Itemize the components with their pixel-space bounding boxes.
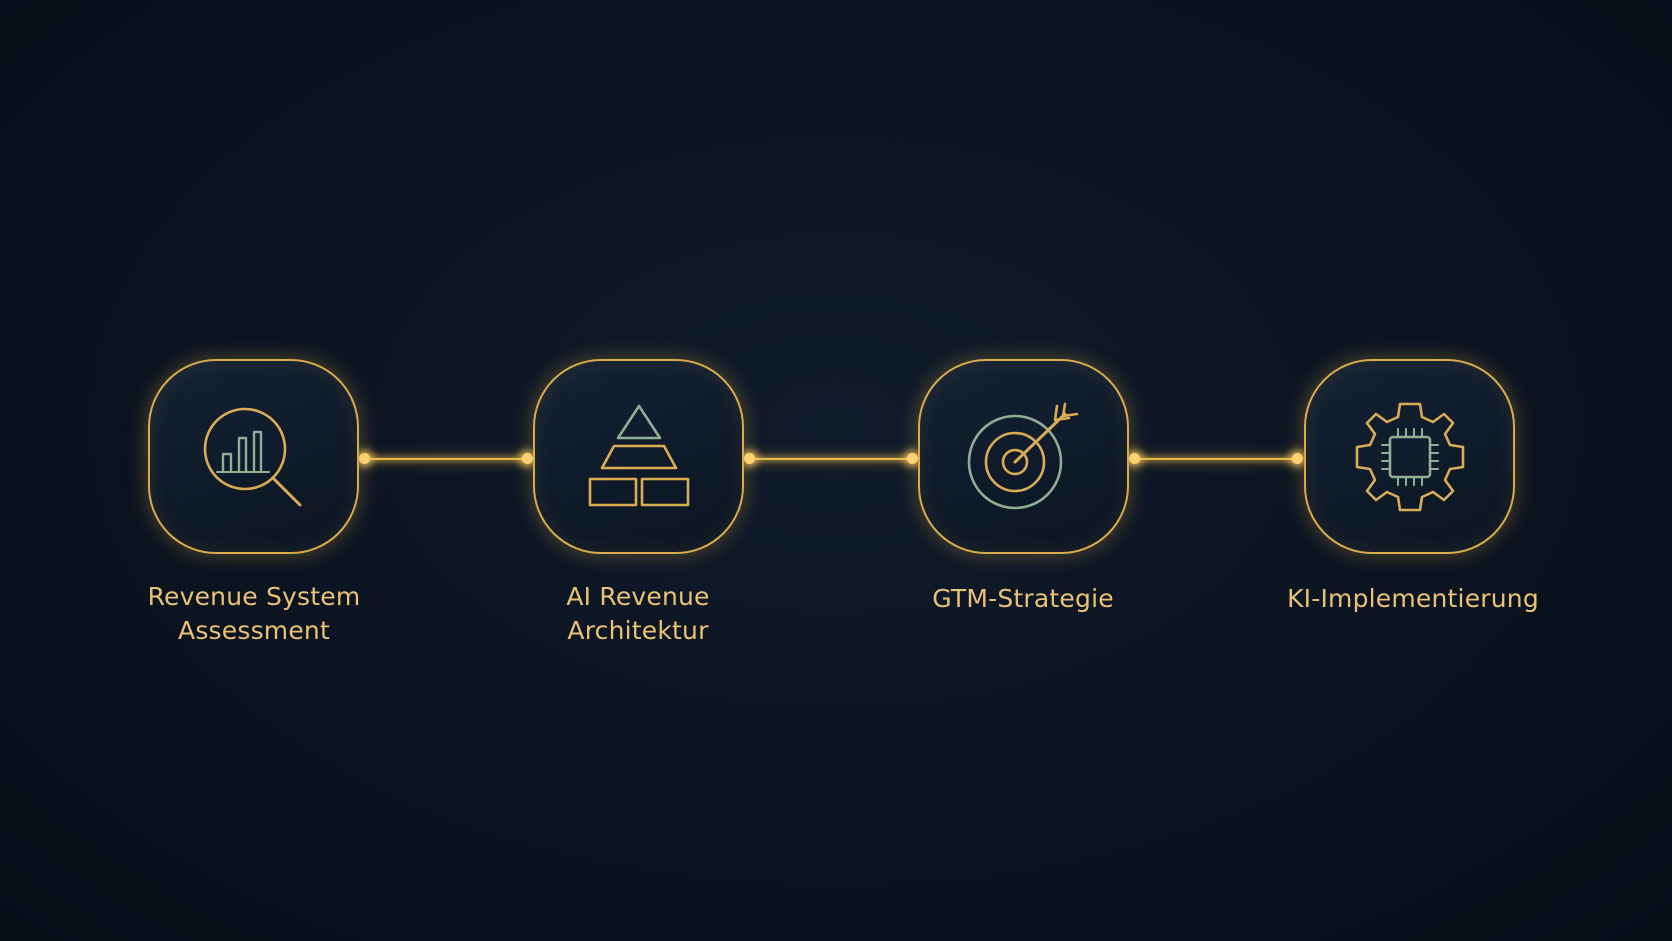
step-label-line: Revenue System — [147, 582, 361, 611]
connector-dot — [1292, 453, 1303, 464]
step-node-ai-revenue-architektur — [533, 359, 744, 554]
connector-dot — [359, 453, 370, 464]
step-label-line: KI-Implementierung — [1287, 584, 1539, 613]
step-label-line: AI Revenue — [566, 582, 710, 611]
magnifier-bar-chart-icon — [203, 407, 301, 506]
step-label-ai-revenue-architektur: AI Revenue Architektur — [488, 580, 788, 648]
step-node-ki-implementierung — [1304, 359, 1515, 554]
connector-dot — [907, 453, 918, 464]
connector-1-2 — [364, 458, 528, 460]
step-node-revenue-system-assessment — [148, 359, 359, 554]
connector-3-4 — [1134, 458, 1298, 460]
step-label-ki-implementierung: KI-Implementierung — [1263, 582, 1563, 616]
connector-dot — [522, 453, 533, 464]
step-label-line: Architektur — [567, 616, 709, 645]
pyramid-blocks-icon — [588, 404, 689, 506]
connector-dot — [744, 453, 755, 464]
gear-chip-icon — [1355, 402, 1464, 511]
step-label-gtm-strategie: GTM-Strategie — [873, 582, 1173, 616]
step-node-gtm-strategie — [918, 359, 1129, 554]
step-label-line: GTM-Strategie — [932, 584, 1114, 613]
connector-2-3 — [749, 458, 913, 460]
step-label-line: Assessment — [178, 616, 330, 645]
connector-dot — [1129, 453, 1140, 464]
step-label-revenue-system-assessment: Revenue System Assessment — [104, 580, 404, 648]
target-arrow-icon — [967, 402, 1078, 509]
